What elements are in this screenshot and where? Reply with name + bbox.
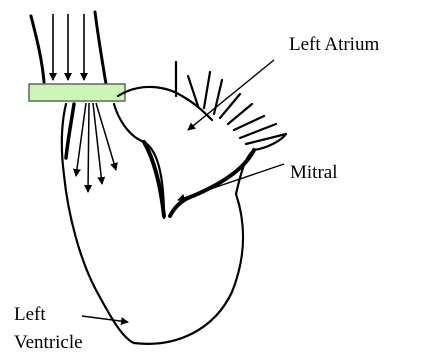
- beam-arrow: [93, 103, 102, 184]
- transducer: [29, 84, 125, 101]
- beam-arrow: [88, 103, 89, 192]
- mitral-leaflet-posterior: [170, 150, 254, 216]
- ventricle-left-wall: [62, 104, 134, 343]
- beam-arrow: [76, 103, 86, 176]
- label-ventricle: Ventricle: [14, 332, 83, 353]
- diverging-beam-arrows: [76, 103, 116, 192]
- aorta-left-wall: [31, 16, 44, 82]
- label-left: Left: [14, 304, 46, 325]
- aorta-right-wall: [95, 12, 106, 84]
- outflow-right-wall: [114, 104, 164, 218]
- left-atrium: [144, 62, 286, 216]
- outflow-inner-left: [66, 104, 74, 158]
- label-left-atrium: Left Atrium: [289, 34, 379, 55]
- ventricle-lower-wall: [134, 194, 243, 344]
- atrium-pointer-arrow: [188, 60, 274, 130]
- ventricle-pointer-arrow: [82, 316, 128, 322]
- mitral-pointer-arrow: [178, 164, 284, 200]
- label-mitral: Mitral: [290, 162, 338, 183]
- incoming-beam-arrows: [53, 14, 84, 80]
- pulmonary-vein-3: [228, 104, 264, 130]
